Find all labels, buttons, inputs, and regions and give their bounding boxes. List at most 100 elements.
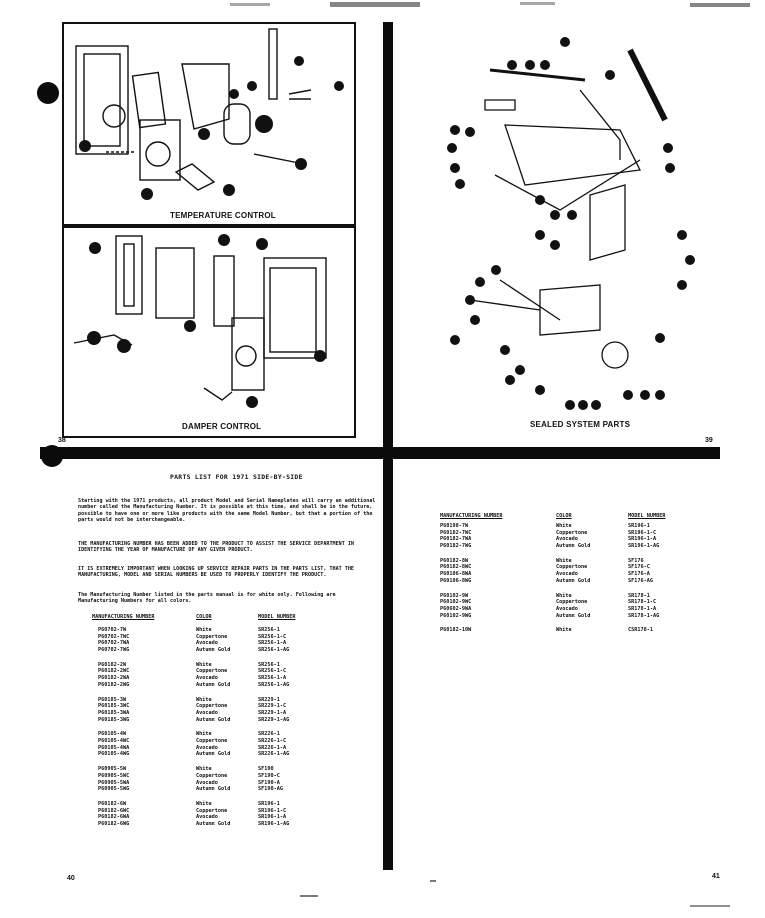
cell-manufacturing-number: P60106-8WA	[440, 571, 472, 578]
cell-manufacturing-number: P60106-8WG	[440, 577, 472, 584]
cell-manufacturing-number: P60198-7W	[440, 523, 469, 529]
binder-hole-2	[41, 445, 63, 467]
cell-color: White	[196, 696, 212, 703]
cell-color: Coppertone	[196, 633, 228, 640]
cell-manufacturing-number: P60182-10W	[440, 627, 472, 634]
mounting-plate	[131, 71, 167, 129]
cell-color: Avocado	[556, 605, 578, 612]
cell-color: Coppertone	[196, 738, 228, 745]
cell-model-number: SR178-1-C	[628, 599, 657, 606]
cell-manufacturing-number: P60702-7WG	[98, 647, 130, 654]
cell-model-number: SR229-1-C	[258, 703, 287, 710]
cell-model-number: SR256-1	[258, 661, 280, 668]
cell-model-number: SF176	[628, 557, 644, 564]
cell-model-number: SR256-1-AG	[258, 681, 290, 688]
scan-noise	[690, 3, 750, 7]
callout-e	[255, 115, 273, 133]
parts-list-title: PARTS LIST FOR 1971 SIDE-BY-SIDE	[170, 473, 303, 481]
cell-color: White	[196, 731, 212, 738]
cell-manufacturing-number: P60702-7WC	[98, 633, 130, 640]
cell-manufacturing-number: P60905-5W	[98, 766, 127, 773]
cell-manufacturing-number: P60105-4WA	[98, 744, 130, 751]
cell-manufacturing-number: P60185-3WA	[98, 709, 130, 716]
cell-model-number: SF190-A	[258, 779, 280, 786]
header-model-number: MODEL NUMBER	[628, 513, 666, 519]
cell-color: Coppertone	[196, 703, 228, 710]
cell-model-number: SF176-AG	[628, 577, 653, 584]
damper-control-caption: DAMPER CONTROL	[182, 422, 262, 431]
sealed-system-parts-diagram	[447, 37, 695, 410]
cell-color: Coppertone	[556, 599, 588, 606]
cell-model-number: SR178-1-A	[628, 605, 657, 612]
column-model-number: CSR178-1	[628, 627, 653, 634]
cell-model-number: SR226-1-A	[258, 744, 287, 751]
cell-manufacturing-number: P60182-7WG	[440, 543, 472, 550]
cell-model-number: SR196-1-AG	[258, 821, 290, 828]
cell-color: White	[196, 766, 212, 773]
damper-control-panel	[62, 226, 356, 438]
cell-color: Avocado	[556, 536, 578, 543]
scan-noise	[520, 2, 555, 5]
cell-model-number: SR196-1-C	[258, 807, 287, 814]
cell-manufacturing-number: P60182-2W	[98, 661, 127, 668]
right-manufacturing-table: MANUFACTURING NUMBER COLOR MODEL NUMBER …	[440, 513, 710, 643]
cell-model-number: SR178-1	[628, 592, 650, 599]
page-number-41: 41	[712, 873, 720, 880]
cell-model-number: SF190-C	[258, 772, 280, 779]
left-manufacturing-table: MANUFACTURING NUMBER COLOR MODEL NUMBER …	[92, 614, 362, 844]
page-number-38: 38	[58, 437, 66, 444]
cell-color: Coppertone	[196, 807, 228, 814]
control-housing	[75, 45, 129, 155]
cell-manufacturing-number: P60182-6WG	[98, 821, 130, 828]
control-dial-icon	[145, 141, 171, 167]
temperature-control-panel	[62, 22, 356, 226]
cell-model-number: SR256-1-A	[258, 640, 287, 647]
cell-manufacturing-number: P60102-9W	[440, 592, 469, 599]
cell-model-number: SR196-1	[628, 523, 650, 529]
damper-control-diagram	[73, 234, 327, 408]
cell-manufacturing-number: P60182-8WC	[440, 564, 472, 571]
cell-model-number: SR256-1-C	[258, 668, 287, 675]
cell-manufacturing-number: P60185-3W	[98, 696, 127, 703]
cell-color: Avocado	[196, 640, 218, 647]
binder-hole-1	[37, 82, 59, 104]
cell-manufacturing-number: P60602-9WA	[440, 605, 472, 612]
cell-color: White	[196, 661, 212, 668]
cell-manufacturing-number: P60905-5WC	[98, 772, 130, 779]
cell-model-number: SR256-1-AG	[258, 647, 290, 654]
cell-color: Coppertone	[556, 529, 588, 536]
cell-model-number: SR256-1	[258, 627, 280, 633]
cell-color: Autumn Gold	[196, 716, 231, 723]
sealed-system-parts-caption: SEALED SYSTEM PARTS	[530, 420, 631, 429]
cell-model-number: SF190	[258, 766, 274, 773]
intro-paragraph-1: Starting with the 1971 products, all pro…	[78, 498, 376, 523]
cell-manufacturing-number: P60182-2WA	[98, 675, 130, 682]
center-divider-horizontal	[40, 447, 720, 459]
cell-model-number: SR256-1-A	[258, 675, 287, 682]
cell-manufacturing-number: P60102-9WC	[440, 599, 472, 606]
cell-color: Autumn Gold	[556, 543, 591, 550]
column-manufacturing-number: P60182-10W	[440, 627, 471, 634]
cell-color: White	[556, 592, 572, 599]
cell-color: Avocado	[196, 709, 218, 716]
cell-manufacturing-number: P60182-8W	[440, 557, 469, 564]
cell-color: Autumn Gold	[196, 647, 231, 654]
cell-manufacturing-number: P60182-2WG	[98, 681, 130, 688]
header-color: COLOR	[196, 614, 212, 620]
damper-dial-icon	[235, 345, 257, 367]
cell-model-number: CSR178-1	[628, 627, 653, 634]
